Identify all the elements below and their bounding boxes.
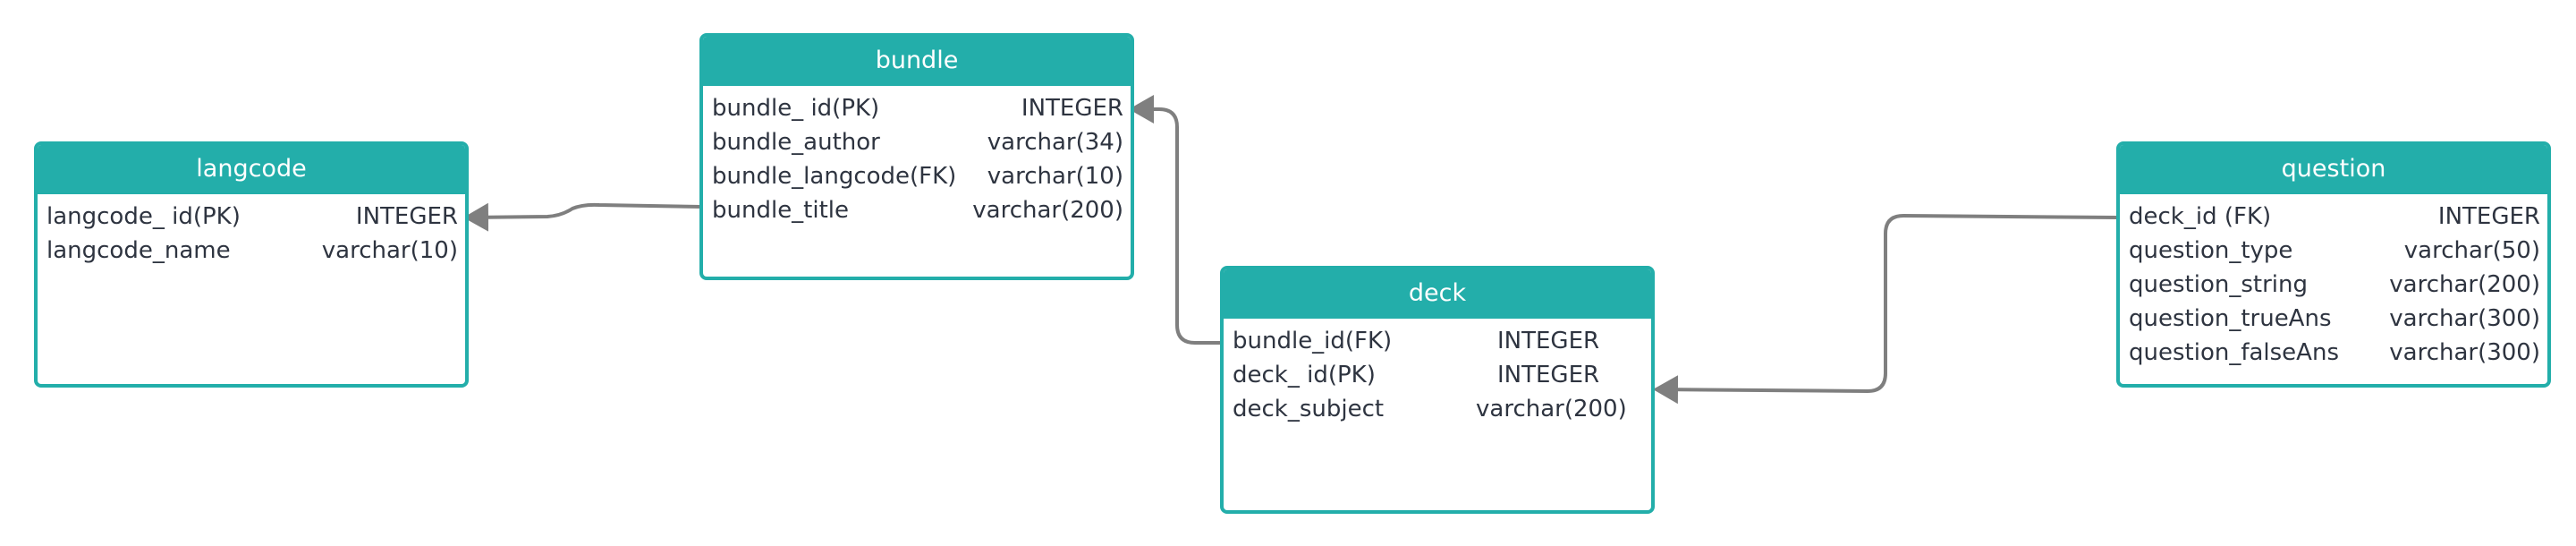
field-list: deck_id (FK) INTEGER question_type varch… (2120, 194, 2547, 370)
field-row[interactable]: bundle_title varchar(200) (703, 193, 1131, 227)
field-name: question_string (2129, 271, 2308, 298)
field-name: bundle_ id(PK) (712, 95, 880, 122)
field-name: deck_ id(PK) (1233, 362, 1376, 388)
entity-header: question (2120, 145, 2547, 194)
field-name: deck_id (FK) (2129, 203, 2272, 230)
field-name: deck_subject (1233, 396, 1385, 422)
field-type: varchar(200) (1476, 396, 1627, 422)
field-name: langcode_ id(PK) (47, 203, 241, 230)
connector-question-to-deck[interactable] (1653, 213, 2120, 405)
entity-header: deck (1224, 269, 1651, 319)
field-type: INTEGER (1497, 362, 1600, 388)
field-row[interactable]: langcode_ id(PK) INTEGER (38, 200, 465, 234)
field-type: varchar(300) (2389, 305, 2540, 332)
field-name: bundle_author (712, 129, 880, 156)
field-name: langcode_name (47, 237, 231, 264)
field-row[interactable]: bundle_langcode(FK) varchar(10) (703, 159, 1131, 193)
entity-langcode[interactable]: langcode langcode_ id(PK) INTEGER langco… (34, 141, 469, 388)
field-type: varchar(10) (321, 237, 458, 264)
field-type: INTEGER (1497, 328, 1600, 354)
field-list: langcode_ id(PK) INTEGER langcode_name v… (38, 194, 465, 268)
field-type: varchar(200) (972, 197, 1123, 224)
field-row[interactable]: question_trueAns varchar(300) (2120, 302, 2547, 336)
field-row[interactable]: deck_subject varchar(200) (1224, 392, 1651, 426)
field-row[interactable]: bundle_ id(PK) INTEGER (703, 91, 1131, 125)
field-name: question_type (2129, 237, 2293, 264)
field-type: varchar(200) (2389, 271, 2540, 298)
field-type: varchar(34) (987, 129, 1123, 156)
field-type: varchar(50) (2403, 237, 2540, 264)
entity-deck[interactable]: deck bundle_id(FK) INTEGER deck_ id(PK) … (1220, 266, 1655, 514)
field-row[interactable]: deck_ id(PK) INTEGER (1224, 358, 1651, 392)
connector-deck-to-bundle[interactable] (1129, 95, 1224, 345)
entity-header: langcode (38, 145, 465, 194)
field-row[interactable]: question_falseAns varchar(300) (2120, 336, 2547, 370)
field-type: INTEGER (355, 203, 458, 230)
field-row[interactable]: question_string varchar(200) (2120, 268, 2547, 302)
field-list: bundle_ id(PK) INTEGER bundle_author var… (703, 86, 1131, 227)
field-row[interactable]: bundle_id(FK) INTEGER (1224, 324, 1651, 358)
field-name: bundle_title (712, 197, 850, 224)
field-row[interactable]: bundle_author varchar(34) (703, 125, 1131, 159)
field-row[interactable]: langcode_name varchar(10) (38, 234, 465, 268)
field-type: INTEGER (2437, 203, 2540, 230)
field-type: varchar(10) (987, 163, 1123, 190)
entity-header: bundle (703, 37, 1131, 86)
field-name: bundle_langcode(FK) (712, 163, 957, 190)
field-type: INTEGER (1021, 95, 1123, 122)
field-row[interactable]: deck_id (FK) INTEGER (2120, 200, 2547, 234)
field-list: bundle_id(FK) INTEGER deck_ id(PK) INTEG… (1224, 319, 1651, 426)
field-name: bundle_id(FK) (1233, 328, 1393, 354)
entity-bundle[interactable]: bundle bundle_ id(PK) INTEGER bundle_aut… (699, 33, 1134, 280)
field-name: question_falseAns (2129, 339, 2339, 366)
entity-question[interactable]: question deck_id (FK) INTEGER question_t… (2116, 141, 2551, 388)
field-name: question_trueAns (2129, 305, 2332, 332)
field-row[interactable]: question_type varchar(50) (2120, 234, 2547, 268)
connector-bundle-to-langcode[interactable] (463, 202, 703, 232)
field-type: varchar(300) (2389, 339, 2540, 366)
